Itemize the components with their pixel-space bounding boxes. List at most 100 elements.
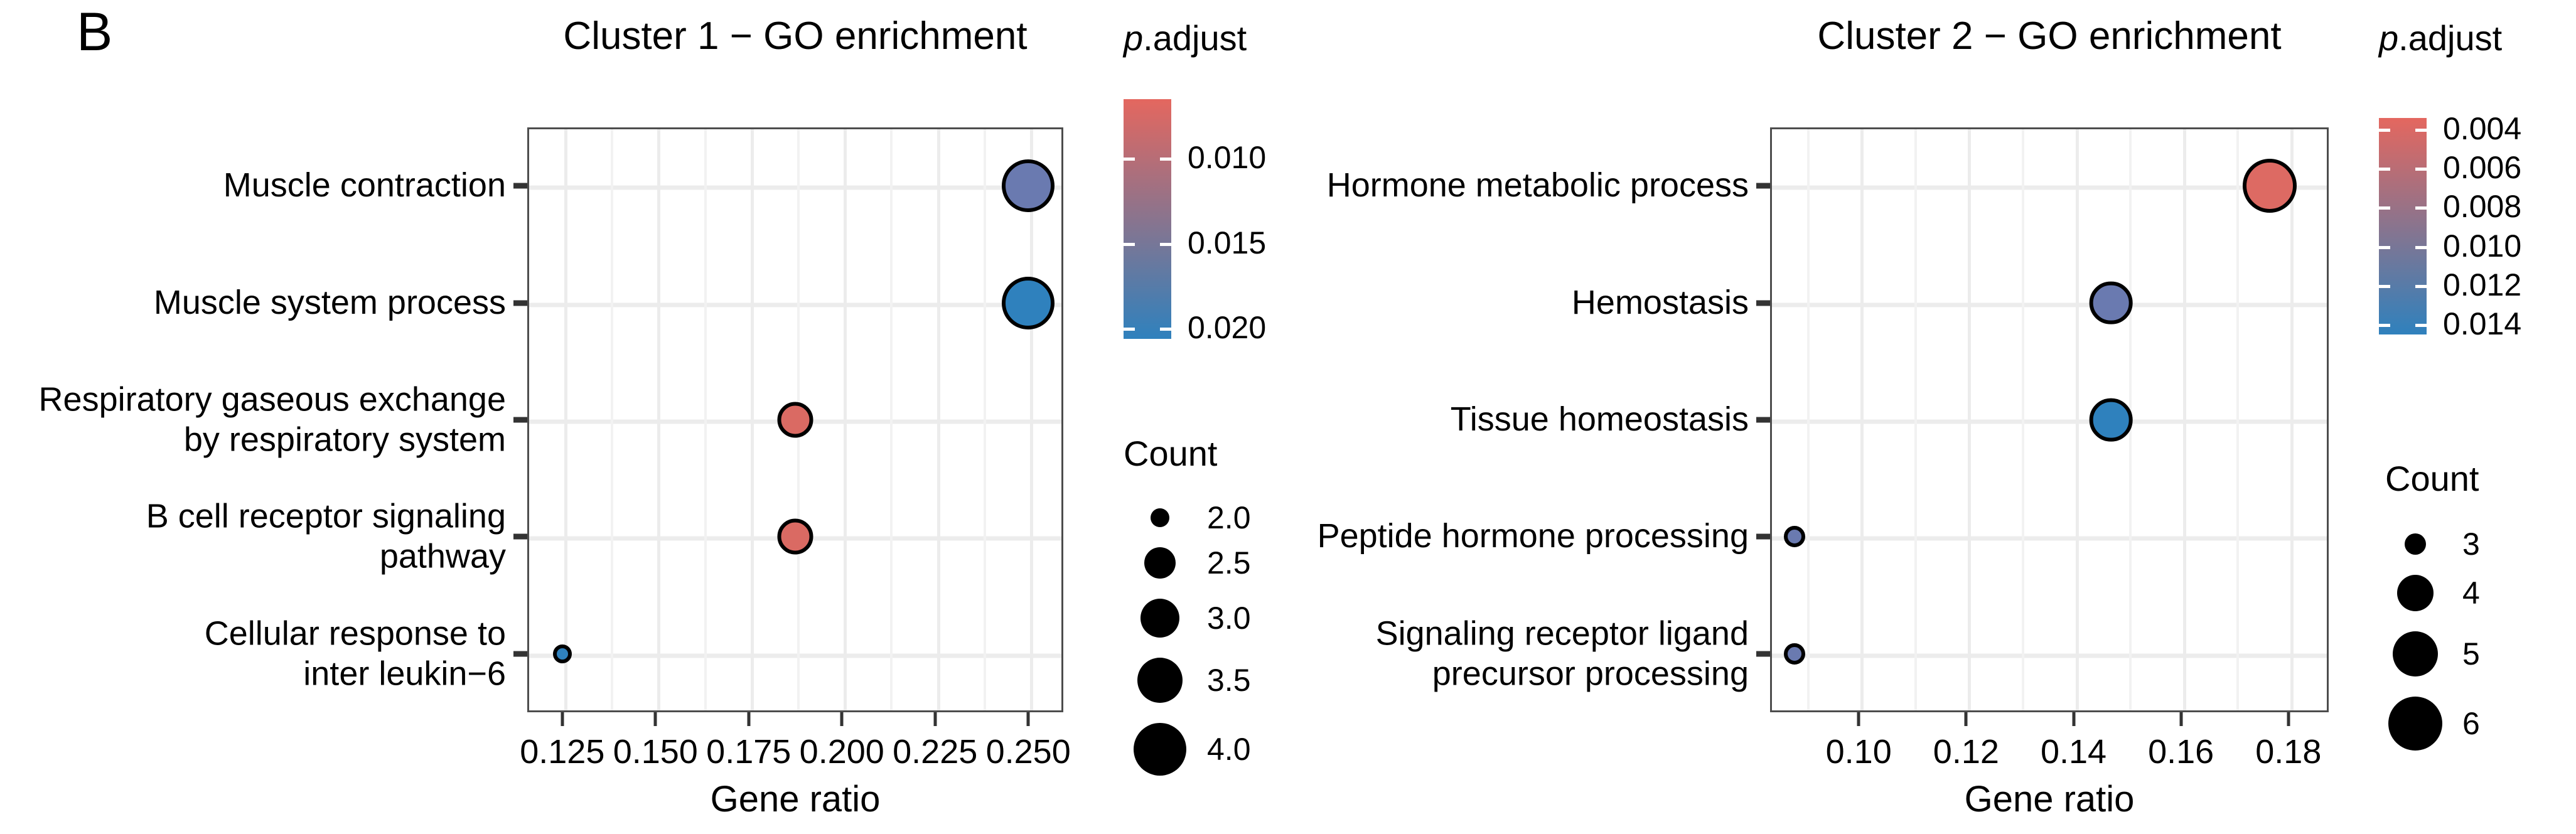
color-scale-tick bbox=[1160, 328, 1171, 331]
color-scale-tick bbox=[1124, 158, 1135, 161]
y-axis-tick bbox=[1756, 651, 1770, 657]
color-scale-tick-label: 0.015 bbox=[1188, 225, 1267, 260]
x-axis-tick bbox=[1964, 712, 1968, 726]
color-scale-tick bbox=[1124, 242, 1135, 246]
grid-line-major bbox=[1968, 129, 1972, 710]
plot-area-cluster-2 bbox=[1770, 127, 2329, 712]
grid-line-minor bbox=[1806, 129, 1810, 710]
size-legend-label: 2.5 bbox=[1207, 545, 1251, 580]
color-scale-tick bbox=[1124, 328, 1135, 331]
size-legend-dot bbox=[2388, 697, 2442, 751]
grid-line-major bbox=[657, 129, 661, 710]
color-scale-tick-label: 0.020 bbox=[1188, 310, 1267, 346]
color-scale-tick bbox=[2379, 323, 2390, 327]
color-scale-tick bbox=[2415, 323, 2427, 327]
y-axis-tick bbox=[513, 183, 527, 189]
y-axis-tick bbox=[513, 651, 527, 657]
grid-line-minor bbox=[2236, 129, 2240, 710]
color-scale-tick bbox=[2415, 284, 2427, 288]
grid-line-horizontal bbox=[1772, 302, 2327, 307]
grid-line-major bbox=[844, 129, 847, 710]
x-axis-tick-label: 0.18 bbox=[2255, 733, 2322, 771]
x-axis-tick-label: 0.250 bbox=[985, 733, 1071, 771]
y-axis-tick bbox=[1756, 300, 1770, 306]
color-scale-tick bbox=[2379, 129, 2390, 132]
grid-line-minor bbox=[1914, 129, 1917, 710]
grid-line-horizontal bbox=[529, 302, 1061, 307]
grid-line-minor bbox=[611, 129, 614, 710]
color-legend-title-cluster-2: p.adjust bbox=[2379, 18, 2502, 58]
size-legend-dot bbox=[2397, 575, 2434, 611]
x-axis-tick bbox=[747, 712, 751, 726]
color-scale-tick bbox=[2415, 206, 2427, 210]
x-axis-tick bbox=[2179, 712, 2183, 726]
p-italic: p bbox=[2379, 18, 2399, 58]
p-adjust-rest: .adjust bbox=[1143, 18, 1247, 58]
size-legend-dot bbox=[1137, 658, 1183, 703]
x-axis-tick bbox=[1026, 712, 1030, 726]
grid-line-minor bbox=[2021, 129, 2024, 710]
grid-line-minor bbox=[704, 129, 707, 710]
y-axis-tick bbox=[1756, 183, 1770, 189]
grid-line-major bbox=[1030, 129, 1034, 710]
data-point-bubble bbox=[777, 402, 813, 438]
grid-line-major bbox=[2182, 129, 2186, 710]
x-axis-tick bbox=[653, 712, 657, 726]
grid-line-horizontal bbox=[529, 653, 1061, 658]
grid-line-minor bbox=[890, 129, 893, 710]
grid-line-major bbox=[1860, 129, 1864, 710]
y-axis-tick bbox=[1756, 417, 1770, 423]
color-scale-tick-label: 0.014 bbox=[2443, 306, 2522, 341]
color-scale-tick bbox=[1160, 242, 1171, 246]
grid-line-major bbox=[2290, 129, 2294, 710]
x-axis-tick-label: 0.200 bbox=[799, 733, 884, 771]
size-legend-dot bbox=[1151, 508, 1169, 527]
x-axis-tick bbox=[2072, 712, 2075, 726]
x-axis-tick bbox=[1857, 712, 1860, 726]
grid-line-horizontal bbox=[1772, 419, 2327, 424]
p-italic: p bbox=[1124, 18, 1144, 58]
data-point-bubble bbox=[2090, 281, 2133, 324]
color-scale-tick-label: 0.010 bbox=[1188, 140, 1267, 176]
size-legend-dot bbox=[1144, 547, 1176, 579]
color-scale-bar-cluster-2 bbox=[2379, 118, 2427, 334]
size-legend-label: 3.5 bbox=[1207, 663, 1251, 698]
color-scale-tick-label: 0.012 bbox=[2443, 267, 2522, 302]
y-axis-category-label: Signaling receptor ligand precursor proc… bbox=[1375, 614, 1749, 692]
size-legend-label: 3.0 bbox=[1207, 601, 1251, 636]
y-axis-tick bbox=[513, 533, 527, 540]
grid-line-horizontal bbox=[1772, 185, 2327, 190]
color-scale-tick bbox=[2379, 206, 2390, 210]
p-adjust-rest: .adjust bbox=[2398, 18, 2503, 58]
data-point-bubble bbox=[777, 518, 813, 555]
x-axis-tick bbox=[561, 712, 564, 726]
x-axis-tick-label: 0.10 bbox=[1825, 733, 1892, 771]
size-legend-dot bbox=[1134, 723, 1186, 776]
data-point-bubble bbox=[2090, 398, 2133, 442]
grid-line-major bbox=[2075, 129, 2079, 710]
size-legend-title-cluster-1: Count bbox=[1124, 434, 1218, 473]
grid-line-horizontal bbox=[1772, 653, 2327, 658]
y-axis-category-label: Tissue homeostasis bbox=[1450, 400, 1749, 439]
y-axis-category-label: Muscle system process bbox=[153, 283, 506, 321]
data-point-bubble bbox=[1783, 643, 1805, 665]
data-point-bubble bbox=[552, 644, 572, 663]
size-legend-dot bbox=[2393, 631, 2438, 676]
x-axis-tick bbox=[933, 712, 937, 726]
y-axis-category-label: B cell receptor signaling pathway bbox=[146, 497, 506, 575]
x-axis-tick-label: 0.175 bbox=[706, 733, 792, 771]
x-axis-title-cluster-2: Gene ratio bbox=[1964, 779, 2135, 820]
size-legend-label: 4 bbox=[2462, 575, 2480, 611]
x-axis-tick bbox=[2287, 712, 2290, 726]
grid-line-minor bbox=[983, 129, 986, 710]
x-axis-title-cluster-1: Gene ratio bbox=[710, 779, 881, 820]
color-scale-tick bbox=[2415, 129, 2427, 132]
size-legend-label: 3 bbox=[2462, 527, 2480, 562]
y-axis-category-label: Cellular response to inter leukin−6 bbox=[204, 614, 506, 692]
grid-line-major bbox=[936, 129, 940, 710]
color-scale-tick bbox=[1160, 158, 1171, 161]
size-legend-dot bbox=[1140, 599, 1179, 638]
y-axis-category-label: Hemostasis bbox=[1571, 283, 1749, 321]
